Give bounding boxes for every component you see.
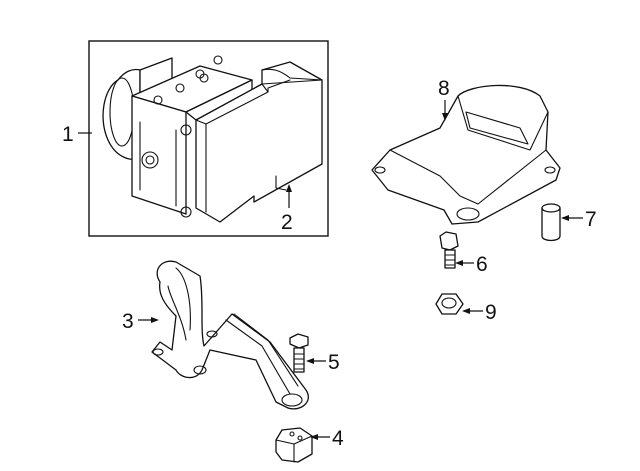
callout-4: 4 (332, 427, 344, 450)
bolt-5 (289, 333, 309, 373)
callout-7: 7 (585, 208, 597, 231)
callout-2: 2 (281, 211, 293, 234)
arrowhead-7 (561, 215, 569, 221)
arrowhead-5 (306, 358, 314, 364)
nut-9 (435, 293, 464, 315)
arrowhead-8 (442, 113, 448, 121)
abs-modulator-assembly (102, 55, 323, 223)
nut-4 (275, 427, 313, 463)
callout-9: 9 (485, 301, 497, 324)
callout-5: 5 (328, 351, 340, 374)
callout-6: 6 (476, 253, 488, 276)
arrowhead-4 (310, 434, 318, 440)
callout-3: 3 (122, 310, 134, 333)
spacer-sleeve (541, 203, 561, 242)
leader-lines (78, 100, 583, 440)
arrowhead-6 (455, 260, 463, 266)
callout-8: 8 (438, 77, 450, 100)
assembly-frame (88, 40, 329, 237)
callout-1: 1 (62, 123, 74, 146)
arrowhead-3 (151, 317, 159, 323)
mounting-bracket (151, 260, 309, 410)
arrowhead-9 (462, 308, 470, 314)
arrowhead-2 (286, 184, 292, 192)
bolt-6 (439, 231, 459, 269)
module-cover (371, 84, 561, 225)
